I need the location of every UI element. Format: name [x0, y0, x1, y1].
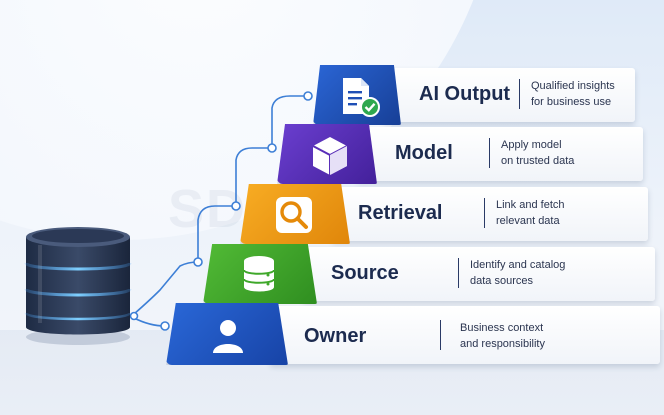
tier-ai-output: AI Output Qualified insights for busines… — [313, 65, 635, 125]
connector-node-ai-output — [303, 91, 313, 101]
tier-model-title: Model — [395, 142, 453, 164]
tier-model-desc-line2: on trusted data — [501, 155, 575, 167]
tier-ai-output-description: Qualified insights for business use — [531, 78, 615, 110]
tier-ai-output-divider — [519, 79, 520, 109]
tier-model: Model Apply model on trusted data — [277, 124, 643, 184]
connector-retrieval — [197, 205, 236, 262]
connector-ai-output — [271, 95, 308, 148]
tier-source-title: Source — [331, 262, 399, 284]
document-check-icon — [339, 76, 383, 123]
connector-model — [235, 147, 272, 206]
tier-source-card — [303, 247, 655, 301]
tier-owner-card — [270, 306, 660, 364]
tier-ai-output-card — [383, 68, 635, 122]
cube-icon — [309, 134, 351, 183]
connector-node-source — [193, 257, 203, 267]
tier-retrieval-title: Retrieval — [358, 202, 443, 224]
tier-owner-desc-line2: and responsibility — [460, 338, 545, 350]
connector-node-server — [129, 311, 139, 321]
server-stack-icon — [22, 225, 134, 347]
tier-retrieval-description: Link and fetch relevant data — [496, 197, 565, 229]
tier-owner-divider — [440, 320, 441, 350]
tier-owner: Owner Business context and responsibilit… — [166, 303, 660, 365]
tier-ai-output-desc-line2: for business use — [531, 96, 612, 108]
tier-owner-desc-line1: Business context — [460, 322, 544, 334]
tier-retrieval: Retrieval Link and fetch relevant data — [240, 184, 648, 244]
connector-node-model — [267, 143, 277, 153]
connector-node-owner — [160, 321, 170, 331]
magnifier-icon — [272, 193, 316, 242]
tier-model-divider — [489, 138, 490, 168]
tier-owner-description: Business context and responsibility — [460, 320, 545, 352]
tier-source-desc-line1: Identify and catalog — [470, 259, 566, 271]
tier-model-desc-line1: Apply model — [501, 139, 562, 151]
tier-retrieval-divider — [484, 198, 485, 228]
database-icon — [239, 253, 279, 302]
tier-model-description: Apply model on trusted data — [501, 137, 574, 169]
tier-retrieval-card — [332, 187, 648, 241]
connector-node-retrieval — [231, 201, 241, 211]
tier-retrieval-desc-line1: Link and fetch — [496, 199, 565, 211]
connector-owner — [133, 317, 166, 327]
tier-source: Source Identify and catalog data sources — [203, 244, 655, 304]
tier-model-card — [357, 127, 643, 181]
tier-ai-output-title: AI Output — [419, 83, 511, 105]
user-icon — [208, 315, 248, 362]
tier-owner-title: Owner — [304, 325, 367, 347]
tier-source-description: Identify and catalog data sources — [470, 257, 565, 289]
tier-source-divider — [458, 258, 459, 288]
tier-retrieval-desc-line2: relevant data — [496, 215, 560, 227]
connector-source — [133, 261, 199, 315]
tier-source-desc-line2: data sources — [470, 275, 533, 287]
tier-ai-output-desc-line1: Qualified insights — [531, 80, 615, 92]
